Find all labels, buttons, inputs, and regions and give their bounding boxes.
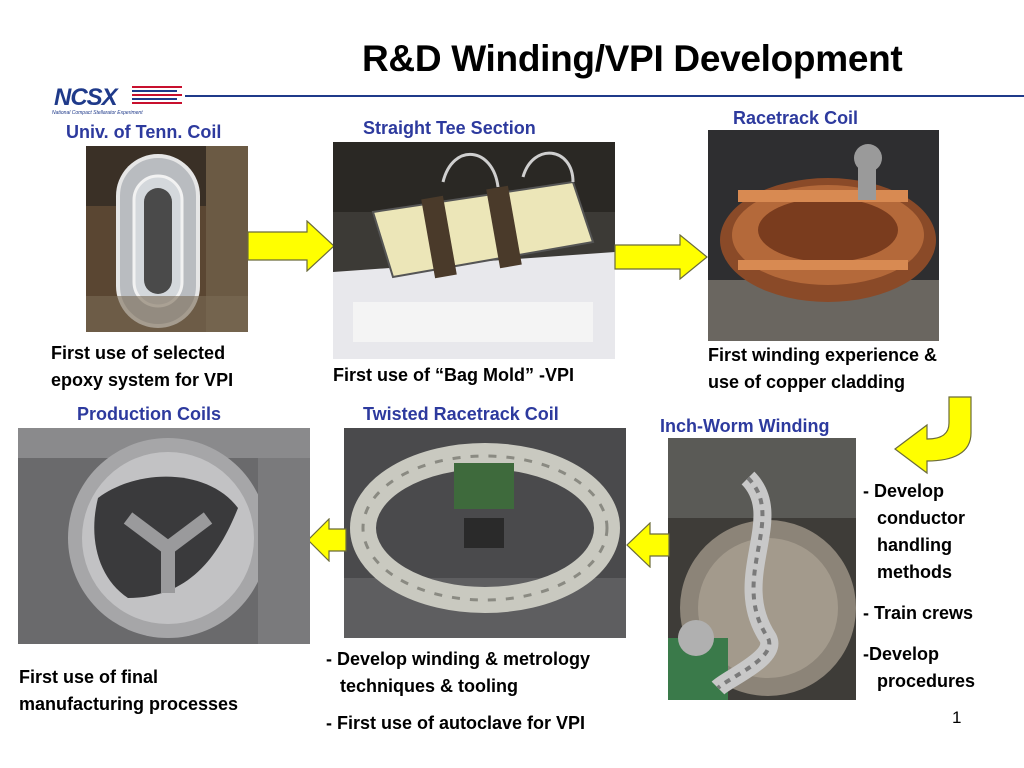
note-univ-tenn: First use of selected epoxy system for V… [51,343,234,390]
ncsx-logo: NCSX National Compact Stellarator Experi… [48,82,188,118]
photo-straight-tee-section [333,142,615,359]
page-number: 1 [952,708,962,727]
caption-racetrack: Racetrack Coil [733,108,859,128]
arrow-left-icon [307,518,347,562]
photo-univ-tenn-coil [86,146,248,332]
logo-stripes [132,86,182,108]
caption-production: Production Coils [77,404,221,424]
caption-twisted: Twisted Racetrack Coil [363,404,559,424]
slide-title: R&D Winding/VPI Development [362,38,903,79]
bullets-inch-worm: - Develop conductor handling methods - T… [863,481,976,691]
arrow-right-icon [247,220,335,272]
logo-tagline: National Compact Stellarator Experiment [52,110,143,116]
caption-straight-tee: Straight Tee Section [363,118,536,138]
arrow-curved-down-left-icon [894,396,972,475]
note-racetrack: First winding experience & use of copper… [708,345,938,392]
photo-inch-worm-winding [668,438,856,700]
photo-twisted-racetrack-coil [344,428,626,638]
arrow-left-icon [626,522,670,568]
photo-racetrack-coil [708,130,939,341]
photo-production-coils [18,428,310,644]
logo-name: NCSX [54,84,118,111]
arrow-right-icon [614,234,708,280]
bullets-twisted: - Develop winding & metrology techniques… [326,649,591,733]
note-production: First use of final manufacturing process… [19,667,239,714]
caption-inch-worm: Inch-Worm Winding [660,416,830,436]
caption-univ-tenn: Univ. of Tenn. Coil [66,122,222,142]
note-straight-tee: First use of “Bag Mold” -VPI [333,365,575,385]
header-rule [185,95,1024,97]
